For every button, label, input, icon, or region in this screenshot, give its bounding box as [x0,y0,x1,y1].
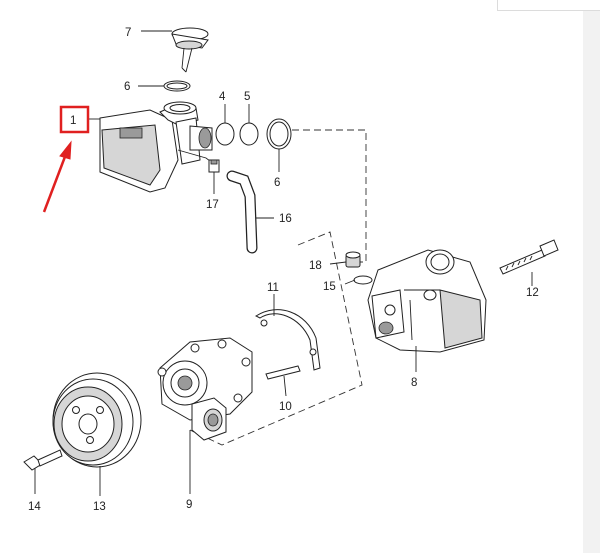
part-label-4: 4 [219,91,226,103]
part-label-14: 14 [28,501,41,513]
part-label-9: 9 [186,499,192,511]
top-right-panel [497,0,600,11]
part-label-15: 15 [323,281,336,293]
part-label-13: 13 [93,501,106,513]
assembly-outline [189,231,363,446]
part-label-1: 1 [70,115,76,127]
highlight-box [59,105,90,134]
part-label-10: 10 [279,401,292,413]
part-label-7: 7 [125,27,131,39]
part-label-17: 17 [206,199,219,211]
part-label-5: 5 [244,91,250,103]
assembly-path-line [292,129,367,263]
part-label-12: 12 [526,287,539,299]
seal-ring-5 [239,122,259,146]
bracket-11 [254,309,321,371]
bolt-14 [23,449,63,471]
highlight-arrow [42,140,72,213]
part-label-6-side: 6 [274,177,280,189]
reservoir-tank [99,101,215,193]
seal-ring-4 [215,122,235,146]
dowel-pin [265,365,301,380]
part-label-6-top: 6 [124,81,130,93]
reservoir-cap [171,27,209,73]
part-label-16: 16 [279,213,292,225]
bolt-12 [499,239,559,275]
part-label-11: 11 [267,282,279,294]
part-label-8: 8 [411,377,417,389]
pump-bracket [367,249,487,353]
leader-lines [34,30,533,496]
pump-pulley [52,372,142,468]
power-steering-pump [157,337,253,441]
hose-clamp [208,159,220,173]
part-label-18: 18 [309,260,322,272]
seal-ring-15 [353,275,373,285]
fitting-18 [345,251,361,268]
